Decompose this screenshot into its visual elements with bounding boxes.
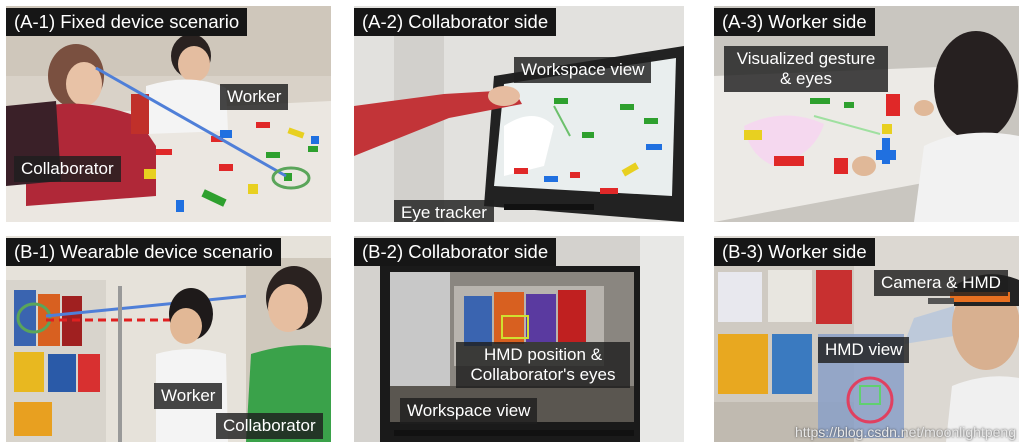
watermark-url: https://blog.csdn.net/moonlightpeng <box>794 424 1016 440</box>
photo-fixed-device-scene <box>6 6 331 222</box>
panel-a2-collaborator-side: (A-2) Collaborator side Workspace view E… <box>354 6 684 222</box>
label-collaborator: Collaborator <box>14 156 121 182</box>
panel-a3-title: (A-3) Worker side <box>714 8 875 36</box>
label-worker: Worker <box>220 84 289 110</box>
photo-wearable-device-scene <box>6 236 331 442</box>
panel-b3-title: (B-3) Worker side <box>714 238 875 266</box>
panel-b1-title: (B-1) Wearable device scenario <box>6 238 281 266</box>
panel-a2-title: (A-2) Collaborator side <box>354 8 557 36</box>
label-collaborator: Collaborator <box>216 413 323 439</box>
photo-worker-projection <box>714 6 1019 222</box>
panel-b2-title: (B-2) Collaborator side <box>354 238 557 266</box>
label-visualized-gesture-eyes: Visualized gesture & eyes <box>724 46 888 92</box>
panel-a1-title: (A-1) Fixed device scenario <box>6 8 248 36</box>
panel-b3-worker-side: (B-3) Worker side Camera & HMD HMD view <box>714 236 1019 442</box>
photo-collaborator-screen <box>354 6 684 222</box>
panel-a3-worker-side: (A-3) Worker side Visualized gesture & e… <box>714 6 1019 222</box>
label-worker: Worker <box>154 383 223 409</box>
label-hmd-position-eyes: HMD position & Collaborator's eyes <box>456 342 630 388</box>
label-eye-tracker: Eye tracker <box>394 200 494 222</box>
label-workspace-view: Workspace view <box>400 398 538 424</box>
label-hmd-view: HMD view <box>818 337 910 363</box>
label-camera-hmd: Camera & HMD <box>874 270 1008 296</box>
panel-b2-collaborator-side: (B-2) Collaborator side HMD position & C… <box>354 236 684 442</box>
panel-a1-fixed-device: (A-1) Fixed device scenario Worker Colla… <box>6 6 331 222</box>
panel-b1-wearable-device: (B-1) Wearable device scenario Worker Co… <box>6 236 331 442</box>
label-workspace-view: Workspace view <box>514 57 652 83</box>
